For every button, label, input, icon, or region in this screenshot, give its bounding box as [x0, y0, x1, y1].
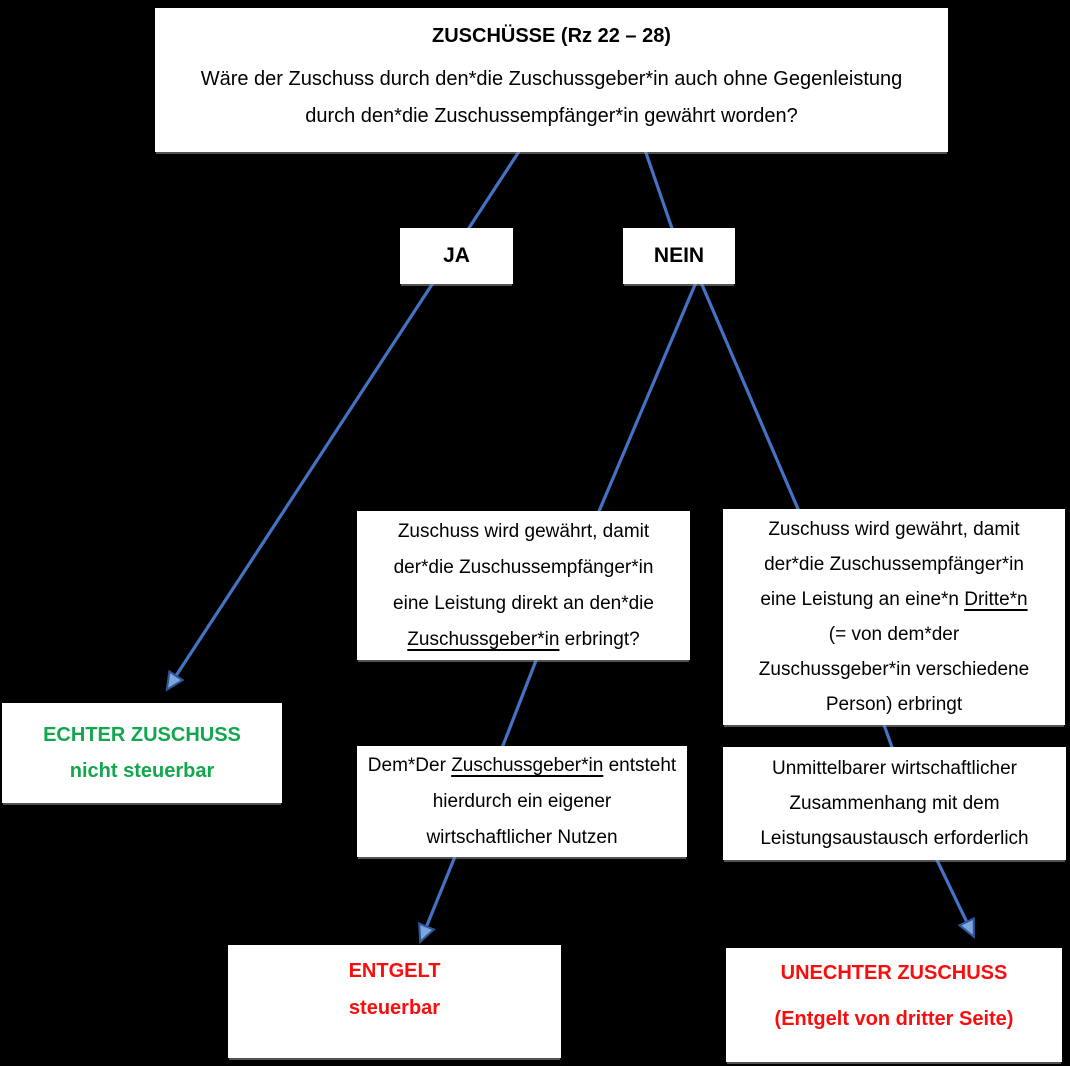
branch-nein-label: NEIN	[653, 244, 705, 267]
branch-nein-box: NEIN	[623, 228, 735, 284]
result-unechter-zuschuss-subtitle: (Entgelt von dritter Seite)	[774, 1008, 1014, 1030]
branch-ja-label: JA	[443, 244, 470, 267]
economic-link-box: Unmittelbarer wirtschaftlicher Zusammenh…	[723, 747, 1066, 860]
arrow-root-to-nein	[643, 149, 678, 241]
underlined-zuschussgeber: Zuschussgeber*in	[407, 628, 560, 650]
third-party-service-box: Zuschuss wird gewährt, damit der*die Zus…	[723, 509, 1065, 725]
third-party-service-text: Zuschuss wird gewährt, damit der*die Zus…	[758, 519, 1030, 715]
arrow-nein-to-direct-service	[595, 279, 699, 517]
result-unechter-zuschuss-box: UNECHTER ZUSCHUSS (Entgelt von dritter S…	[726, 948, 1062, 1062]
result-entgelt-box: ENTGELT steuerbar	[228, 945, 561, 1058]
direct-service-question-box: Zuschuss wird gewährt, damit der*die Zus…	[357, 511, 690, 660]
arrow-economic-link-to-unechter-zuschuss	[934, 857, 973, 935]
result-entgelt-title: ENTGELT	[348, 960, 441, 982]
result-echter-zuschuss-subtitle: nicht steuerbar	[69, 759, 215, 782]
result-echter-zuschuss-title: ECHTER ZUSCHUSS	[43, 723, 241, 746]
own-benefit-box: Dem*Der Zuschussgeber*in entsteht hierdu…	[357, 746, 687, 857]
result-entgelt-subtitle: steuerbar	[348, 997, 441, 1019]
arrow-own-benefit-to-entgelt	[421, 853, 458, 940]
arrow-nein-to-third-party	[698, 279, 803, 517]
arrow-third-party-to-economic-link	[881, 721, 895, 751]
underlined-dritte: Dritte*n	[964, 589, 1028, 610]
root-question-box: ZUSCHÜSSE (Rz 22 – 28) Wäre der Zuschuss…	[155, 8, 948, 152]
economic-link-text: Unmittelbarer wirtschaftlicher Zusammenh…	[760, 758, 1029, 849]
own-benefit-text: Dem*Der Zuschussgeber*in entsteht hierdu…	[367, 754, 677, 848]
result-echter-zuschuss-box: ECHTER ZUSCHUSS nicht steuerbar	[2, 703, 282, 803]
underlined-zuschussgeber-2: Zuschussgeber*in	[451, 754, 604, 776]
root-question-text: Wäre der Zuschuss durch den*die Zuschuss…	[200, 68, 903, 127]
direct-service-question-text: Zuschuss wird gewährt, damit der*die Zus…	[393, 520, 654, 650]
arrow-direct-service-to-own-benefit	[500, 657, 539, 749]
result-unechter-zuschuss-title: UNECHTER ZUSCHUSS	[780, 962, 1008, 984]
branch-ja-box: JA	[400, 228, 513, 284]
diagram-title: ZUSCHÜSSE (Rz 22 – 28)	[432, 25, 671, 47]
